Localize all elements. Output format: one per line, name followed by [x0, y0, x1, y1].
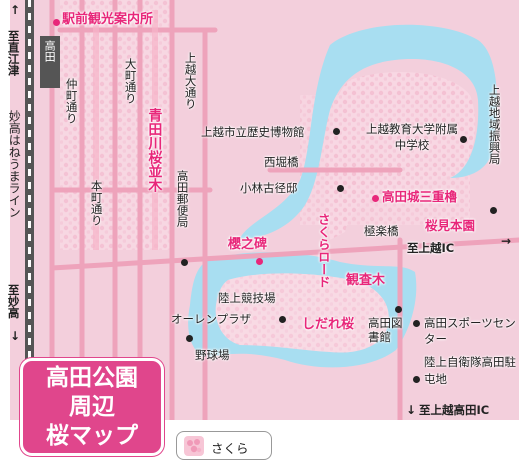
- auren-plaza-marker: [279, 316, 286, 323]
- tourist-info-label: 駅前観光案内所: [62, 12, 154, 27]
- sakura-monument-marker: [256, 258, 263, 265]
- sakura-icon: [184, 436, 204, 456]
- sakura-avenues: [93, 10, 158, 250]
- joetsu-odori-label: 上越大通り: [183, 52, 198, 110]
- castle-island-blossom: [325, 72, 476, 241]
- kobayashi-house-marker: [337, 185, 344, 192]
- gokuraku-bridge-label: 極楽橋: [364, 224, 399, 238]
- history-museum-marker: [333, 128, 340, 135]
- takada-station-box: [40, 36, 60, 88]
- sports-center-label: 高田スポーツセンター: [424, 316, 516, 346]
- history-museum-label: 上越市立歴史博物館: [201, 125, 305, 139]
- map-title-box: 高田公園 周辺 桜マップ: [20, 358, 164, 456]
- nakacho-dori-label: 仲町通り: [64, 78, 79, 124]
- ohanami-hq-label: 桜見本園: [425, 218, 476, 233]
- map-title-line-1: 高田公園: [46, 365, 138, 391]
- takada-station-label: 高田: [43, 40, 57, 62]
- sanju-yagura-marker: [372, 195, 379, 202]
- nishibori-bridge-label: 西堀橋: [264, 155, 299, 169]
- baseball-field-label: 野球場: [195, 348, 230, 362]
- kansa-ki-label: 観査木: [346, 273, 386, 288]
- sdf-marker: [413, 376, 420, 383]
- arrow-right-icon: →: [501, 234, 512, 248]
- aotagawa-sakura-label: 青田川桜並木: [146, 108, 163, 192]
- auren-plaza-label: オーレンプラザ: [171, 312, 252, 326]
- sakura-monument-label: 櫻之碑: [228, 237, 268, 252]
- sakura-road-label: さくらロード: [315, 213, 331, 288]
- map-title-line-3: 桜マップ: [46, 423, 138, 449]
- myoko-line-label: 妙高はねうまライン: [7, 110, 22, 218]
- to-joetsu-ic-label: 至上越IC: [407, 241, 455, 255]
- regional-office-label: 上越地域振興局: [487, 84, 502, 165]
- honcho-dori-label: 本町通り: [89, 180, 104, 226]
- post-office-marker: [181, 259, 188, 266]
- legend-label: さくら: [211, 441, 249, 456]
- arrow-up-icon: ↑: [10, 3, 21, 17]
- park-island-blossom: [215, 273, 389, 353]
- kobayashi-house-label: 小林古径邸: [240, 181, 298, 195]
- sanju-yagura-label: 高田城三重櫓: [382, 189, 458, 204]
- sports-center-marker: [413, 320, 420, 327]
- railway-line: [25, 0, 34, 420]
- arrow-down-icon-ic: ↓: [406, 403, 417, 417]
- athletic-field-label: 陸上競技場: [218, 291, 276, 305]
- tourist-info-marker: [53, 19, 60, 26]
- junior-high-label: 上越教育大学附属中学校: [366, 122, 458, 152]
- moat-water: [240, 24, 498, 239]
- legend: さくら: [176, 431, 272, 460]
- omachi-dori-label: 大町通り: [123, 58, 138, 104]
- sdf-label: 陸上自衛隊高田駐屯地: [424, 355, 516, 386]
- to-naoetsu-label: 至直江津: [6, 30, 21, 76]
- shidare-zakura-label: しだれ桜: [302, 317, 355, 332]
- post-office-label: 高田郵便局: [175, 170, 190, 228]
- regional-office-marker: [490, 207, 497, 214]
- junior-high-marker: [460, 136, 467, 143]
- left-margin: [0, 0, 10, 420]
- baseball-field-marker: [186, 335, 193, 342]
- library-marker: [395, 306, 402, 313]
- to-joetsu-takada-ic-label: 至上越高田IC: [419, 403, 490, 417]
- library-label: 高田図書館: [368, 316, 403, 344]
- arrow-down-icon: ↓: [10, 329, 21, 343]
- map-title-line-2: 周辺: [69, 394, 115, 420]
- to-myoko-label: 至妙高: [6, 284, 21, 319]
